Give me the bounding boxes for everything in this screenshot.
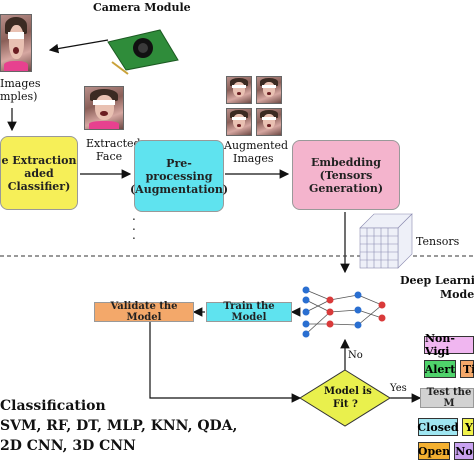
classification-title: Classification	[0, 398, 106, 414]
edge-no-label: No	[348, 350, 363, 361]
embedding-box: Embedding (Tensors Generation)	[292, 140, 400, 210]
input-face-photo	[0, 14, 32, 72]
ti-box: Ti	[460, 360, 474, 378]
alert-box: Alert	[424, 360, 456, 378]
vertical-dots: . . .	[132, 209, 136, 243]
embedding-line1: Embedding	[311, 155, 381, 169]
preprocessing-box: Pre-processing (Augmentation)	[130, 140, 228, 212]
y-box: Y	[462, 418, 474, 436]
neural-network-nodes	[302, 286, 386, 338]
no-box: No	[454, 442, 474, 460]
feature-extraction-line2: aded Classifier)	[7, 166, 71, 193]
deep-learning-label-1: Deep Learnir	[400, 274, 474, 287]
extracted-face-photo	[84, 86, 124, 130]
preprocessing-line1: Pre-processing	[145, 156, 213, 183]
test-model-box: Test the M	[420, 387, 474, 409]
augmented-face-4	[256, 108, 282, 136]
open-box: Open	[418, 442, 450, 460]
non-vigilant-box: Non-Vigi	[424, 332, 474, 358]
decision-diamond	[299, 369, 391, 427]
augmented-face-2	[256, 76, 282, 104]
images-label-line1: Images	[0, 77, 41, 90]
neural-network-icon	[305, 289, 383, 335]
feature-extraction-line1: e Extraction	[1, 153, 77, 167]
augmented-face-3	[226, 108, 252, 136]
preprocessing-line2: (Augmentation)	[129, 182, 229, 196]
edge-yes-label: Yes	[390, 383, 407, 394]
extracted-face-label-2: Face	[96, 150, 123, 163]
classification-line2: 2D CNN, 3D CNN	[0, 438, 136, 454]
embedding-line2: (Tensors Generation)	[308, 168, 384, 195]
images-label-line2: mples)	[0, 90, 38, 103]
arrow-camera-to-images	[48, 39, 109, 54]
train-model-box: Train the Model	[206, 301, 292, 323]
camera-module-label: Camera Module	[93, 1, 191, 14]
arrow-validate-to-decision	[149, 322, 302, 403]
tensor-cube-icon	[359, 213, 413, 269]
feature-extraction-box: e Extraction aded Classifier)	[0, 136, 78, 210]
camera-module-icon	[107, 29, 179, 75]
augmented-face-1	[226, 76, 252, 104]
deep-learning-label-2: Model	[440, 288, 474, 301]
augmented-label-1: Augmented	[224, 139, 289, 152]
tensors-label: Tensors	[416, 235, 460, 248]
validate-model-box: Validate the Model	[94, 301, 194, 323]
decision-line1: Model is	[324, 386, 372, 397]
classification-line1: SVM, RF, DT, MLP, KNN, QDA,	[0, 418, 238, 434]
extracted-face-label-1: Extracted	[86, 137, 141, 150]
closed-box: Closed	[417, 418, 459, 436]
augmented-label-2: Images	[233, 152, 274, 165]
decision-line2: Fit ?	[333, 399, 358, 410]
